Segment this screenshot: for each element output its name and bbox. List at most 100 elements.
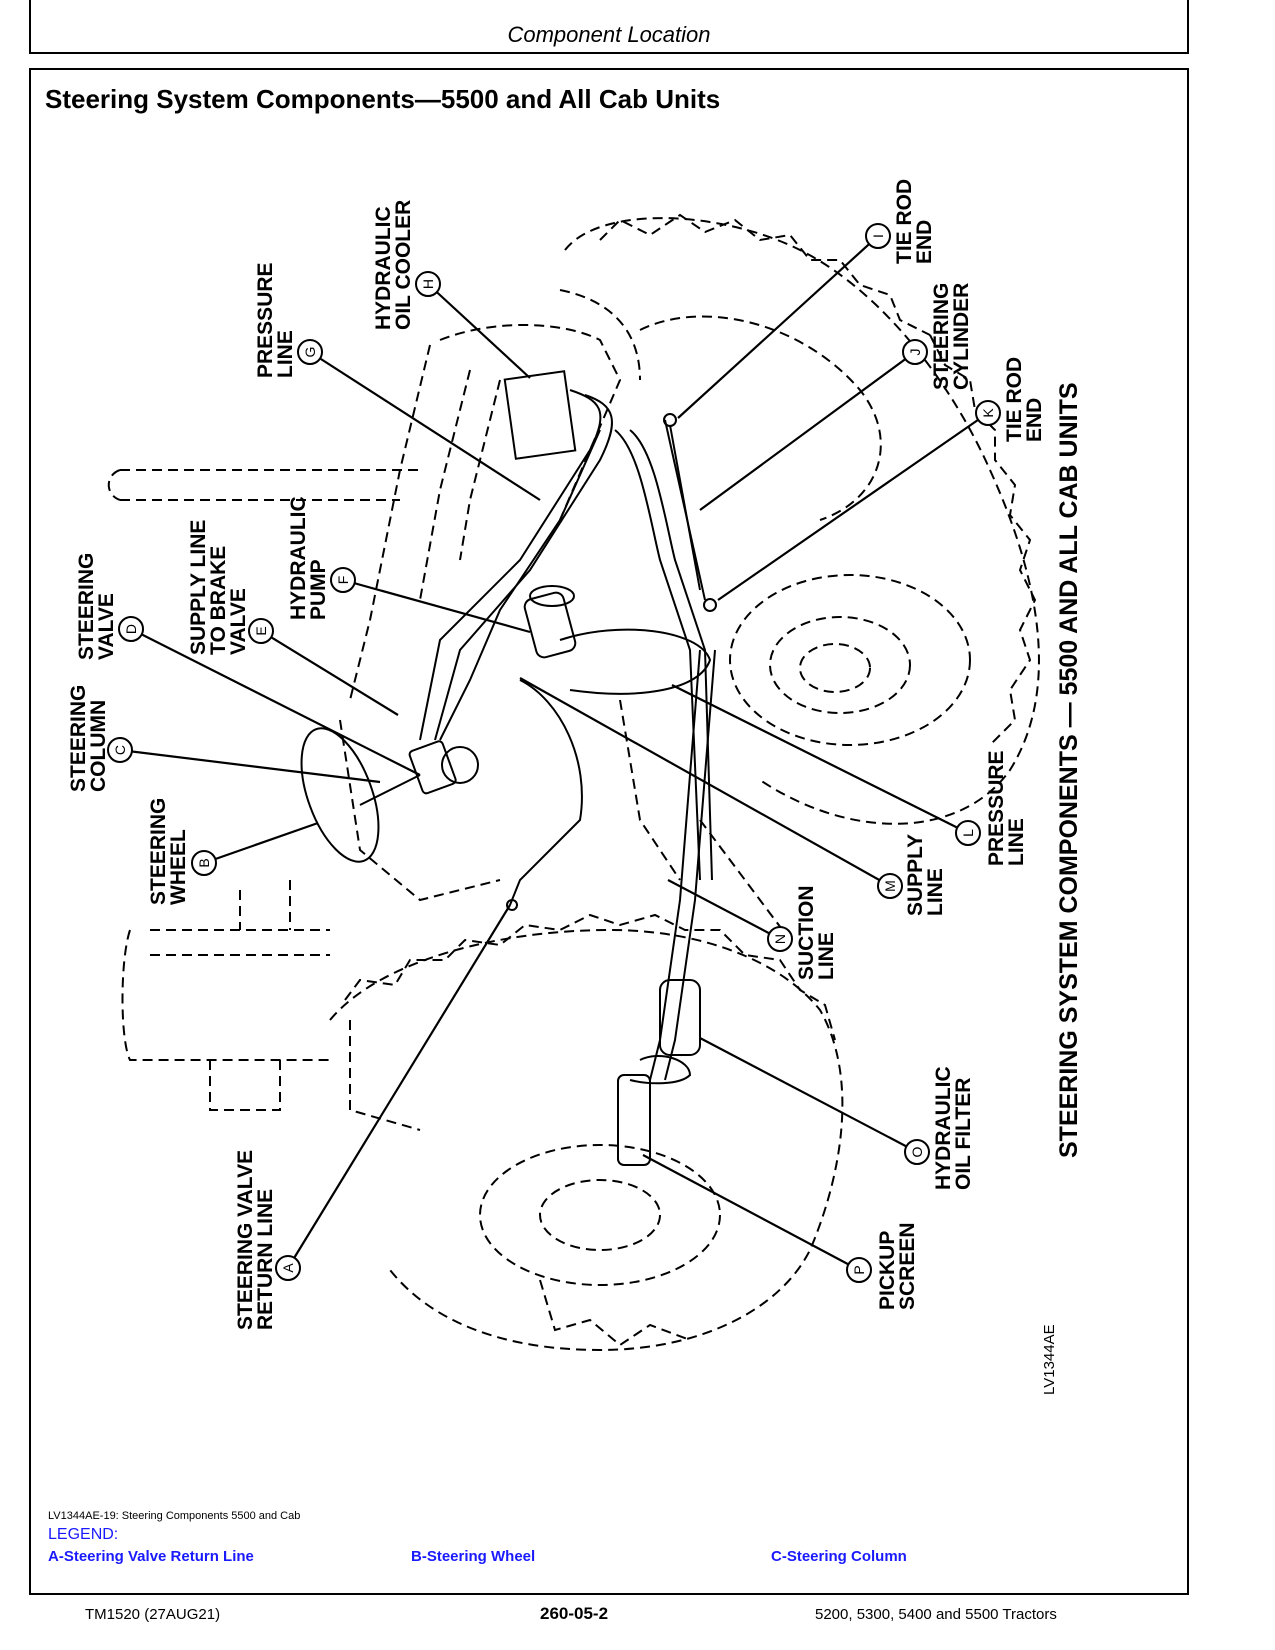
callout-d-line2: VALVE [95,593,118,660]
callout-b-letter: B [196,858,212,867]
callout-b: B STEERINGWHEEL [147,798,217,905]
callout-k-line1: TIE ROD [1003,357,1026,442]
callout-c-letter: C [112,745,128,755]
callout-k-letter: K [980,408,996,418]
callout-o-letter: O [909,1146,925,1157]
callout-h-line1: HYDRAULIC [372,206,395,330]
callout-a-line2: RETURN LINE [254,1189,277,1330]
callout-n-line1: SUCTION [795,886,818,981]
callout-c: C STEERINGCOLUMN [67,685,133,792]
svg-text:STEERINGCOLUMN: STEERINGCOLUMN [67,685,110,792]
callout-l-letter: L [960,829,976,837]
callout-e: E SUPPLY LINETO BRAKEVALVE [187,520,274,655]
tie-rod-end-upper [663,413,677,427]
callout-j-letter: J [907,349,923,356]
svg-text:PRESSURELINE: PRESSURELINE [985,750,1028,866]
callout-g: G PRESSURELINE [254,262,323,378]
callout-p-letter: P [851,1265,867,1274]
callout-d-letter: D [123,624,139,634]
oil-filter-shape [659,979,701,1056]
callout-e-line1: SUPPLY LINE [187,520,210,655]
svg-text:PRESSURELINE: PRESSURELINE [254,262,297,378]
callout-o-line2: OIL FILTER [952,1078,975,1190]
svg-text:TIE RODEND: TIE RODEND [893,179,936,264]
callout-d: D STEERINGVALVE [75,553,144,660]
callout-n-line2: LINE [815,932,838,980]
steering-valve-cap [441,746,479,784]
callout-f-line1: HYDRAULIC [287,496,310,620]
pickup-screen-shape [617,1074,651,1166]
svg-text:STEERINGWHEEL: STEERINGWHEEL [147,798,190,905]
callout-o-line1: HYDRAULIC [932,1066,955,1190]
callout-p-line1: PICKUP [876,1231,899,1310]
steering-wheel-shape [300,727,380,863]
legend-heading: LEGEND: [48,1526,119,1543]
callout-f-line2: PUMP [307,559,330,620]
main-content-frame: Steering System Components—5500 and All … [29,68,1189,1595]
svg-text:STEERINGVALVE: STEERINGVALVE [75,553,118,660]
legend-item-c: C-Steering Column [771,1548,907,1565]
callout-j-line1: STEERING [930,283,953,390]
svg-text:SUPPLY LINETO BRAKEVALVE: SUPPLY LINETO BRAKEVALVE [187,520,250,655]
legend-item-a: A-Steering Valve Return Line [48,1548,254,1565]
section-title: Steering System Components—5500 and All … [45,84,721,114]
callout-h: H HYDRAULICOIL COOLER [372,200,441,330]
callout-m-line1: SUPPLY [904,834,927,916]
callout-o: O HYDRAULICOIL FILTER [904,1066,975,1190]
page-header-title: Component Location [507,22,711,47]
legend-item-b: B-Steering Wheel [411,1548,536,1565]
svg-text:SUPPLYLINE: SUPPLYLINE [904,834,947,916]
callout-g-line2: LINE [274,330,297,378]
callout-a-line1: STEERING VALVE [234,1150,257,1330]
callout-b-line2: WHEEL [167,829,190,905]
tie-rod-end-lower [703,598,717,612]
pump-cap-shape [529,585,575,607]
callout-i-line1: TIE ROD [893,179,916,264]
callout-i-line2: END [913,220,936,264]
callout-j: J STEERINGCYLINDER [902,283,973,390]
footer-manual-id: TM1520 (27AUG21) [85,1606,221,1623]
hydraulic-components [300,370,717,1166]
page-header: Component Location [29,0,1189,54]
steering-valve-shape [408,740,457,795]
svg-text:HYDRAULICPUMP: HYDRAULICPUMP [287,496,330,620]
svg-text:HYDRAULICOIL FILTER: HYDRAULICOIL FILTER [932,1066,975,1190]
callout-e-line2: TO BRAKE [207,546,230,655]
callout-m-letter: M [882,880,898,892]
svg-text:PICKUPSCREEN: PICKUPSCREEN [876,1222,919,1310]
callout-a: A STEERING VALVERETURN LINE [234,1150,301,1330]
footer-models: 5200, 5300, 5400 and 5500 Tractors [815,1606,1057,1623]
callout-leaders [119,235,989,1271]
callout-n-letter: N [772,934,788,944]
callout-c-line1: STEERING [67,685,90,792]
callout-f-letter: F [335,576,351,585]
callout-h-line2: OIL COOLER [392,200,415,330]
callout-l: L PRESSURELINE [955,750,1028,866]
svg-text:STEERINGCYLINDER: STEERINGCYLINDER [930,283,973,390]
callout-j-line2: CYLINDER [950,283,973,390]
callout-g-letter: G [302,347,318,358]
callout-m-line2: LINE [924,868,947,916]
svg-text:TIE RODEND: TIE RODEND [1003,357,1046,442]
callout-i: I TIE RODEND [865,179,936,264]
callout-m: M SUPPLYLINE [877,834,947,916]
callout-g-line1: PRESSURE [254,262,277,378]
callout-c-line2: COLUMN [87,700,110,792]
callout-l-line2: LINE [1005,818,1028,866]
figure-id: LV1344AE [1041,1324,1058,1395]
callout-l-line1: PRESSURE [985,750,1008,866]
callout-k-line2: END [1023,398,1046,442]
figure-caption: LV1344AE-19: Steering Components 5500 an… [48,1510,301,1522]
callout-h-letter: H [420,279,436,289]
pump-shape [523,591,577,659]
callout-a-letter: A [280,1263,296,1273]
callout-p-line2: SCREEN [896,1222,919,1310]
callout-k: K TIE RODEND [975,357,1046,442]
svg-text:SUCTIONLINE: SUCTIONLINE [795,886,838,981]
callout-f: F HYDRAULICPUMP [287,496,356,620]
callout-e-letter: E [253,626,269,635]
callout-e-line3: VALVE [227,588,250,655]
oil-cooler-shape [503,370,577,460]
svg-text:STEERING VALVERETURN LINE: STEERING VALVERETURN LINE [234,1150,277,1330]
